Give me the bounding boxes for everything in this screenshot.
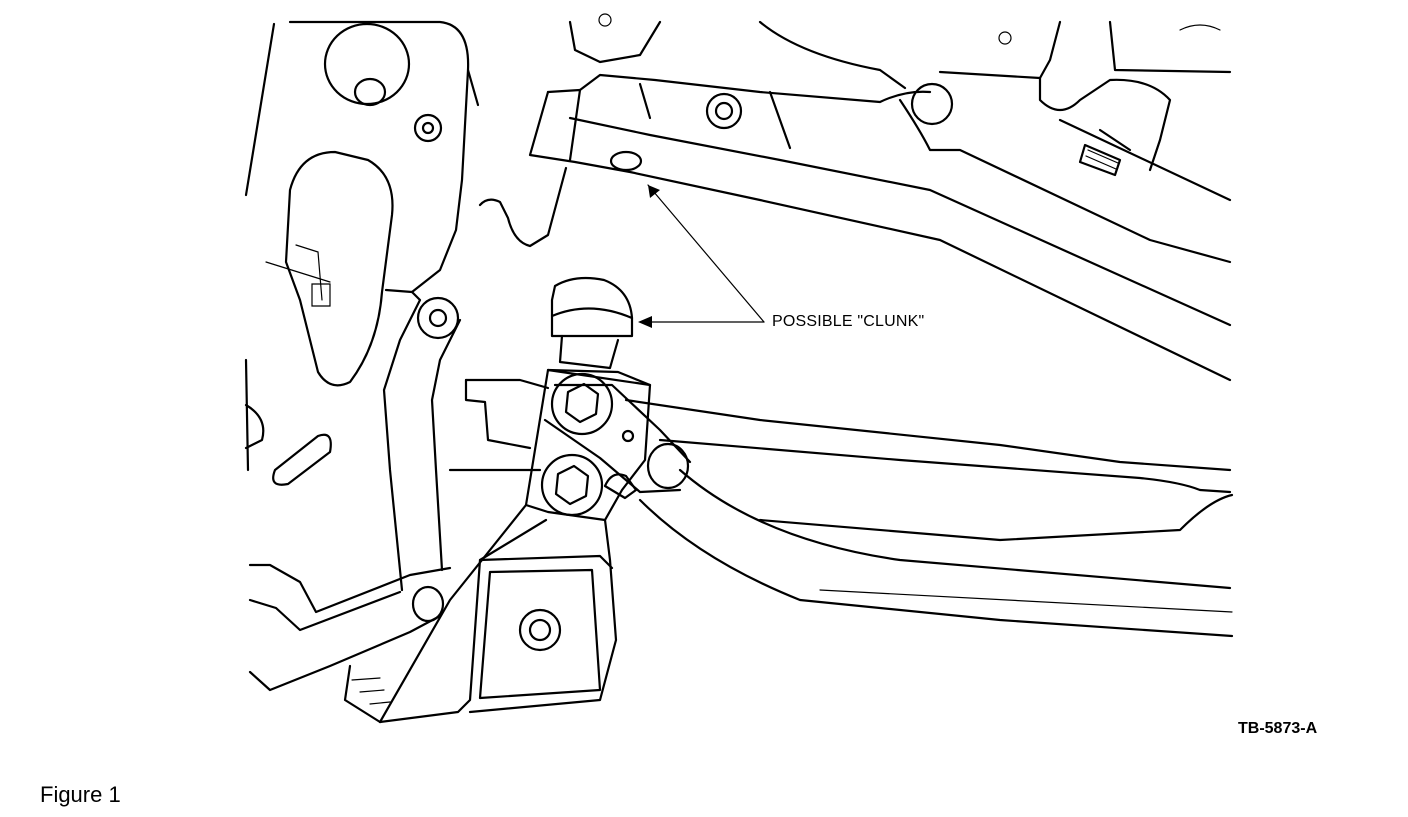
bumper-bracket	[248, 276, 692, 724]
arrowhead-lower	[638, 316, 652, 328]
left-body-panel	[244, 20, 568, 486]
lower-cross-member	[448, 378, 1234, 638]
figure-caption: Figure 1	[40, 782, 121, 807]
arrowhead-upper	[648, 185, 660, 198]
callout-label: POSSIBLE "CLUNK"	[772, 313, 925, 330]
part-number-label: TB-5873-A	[1238, 720, 1318, 737]
upper-frame-rail	[528, 13, 1232, 382]
callout-arrows	[638, 184, 765, 328]
